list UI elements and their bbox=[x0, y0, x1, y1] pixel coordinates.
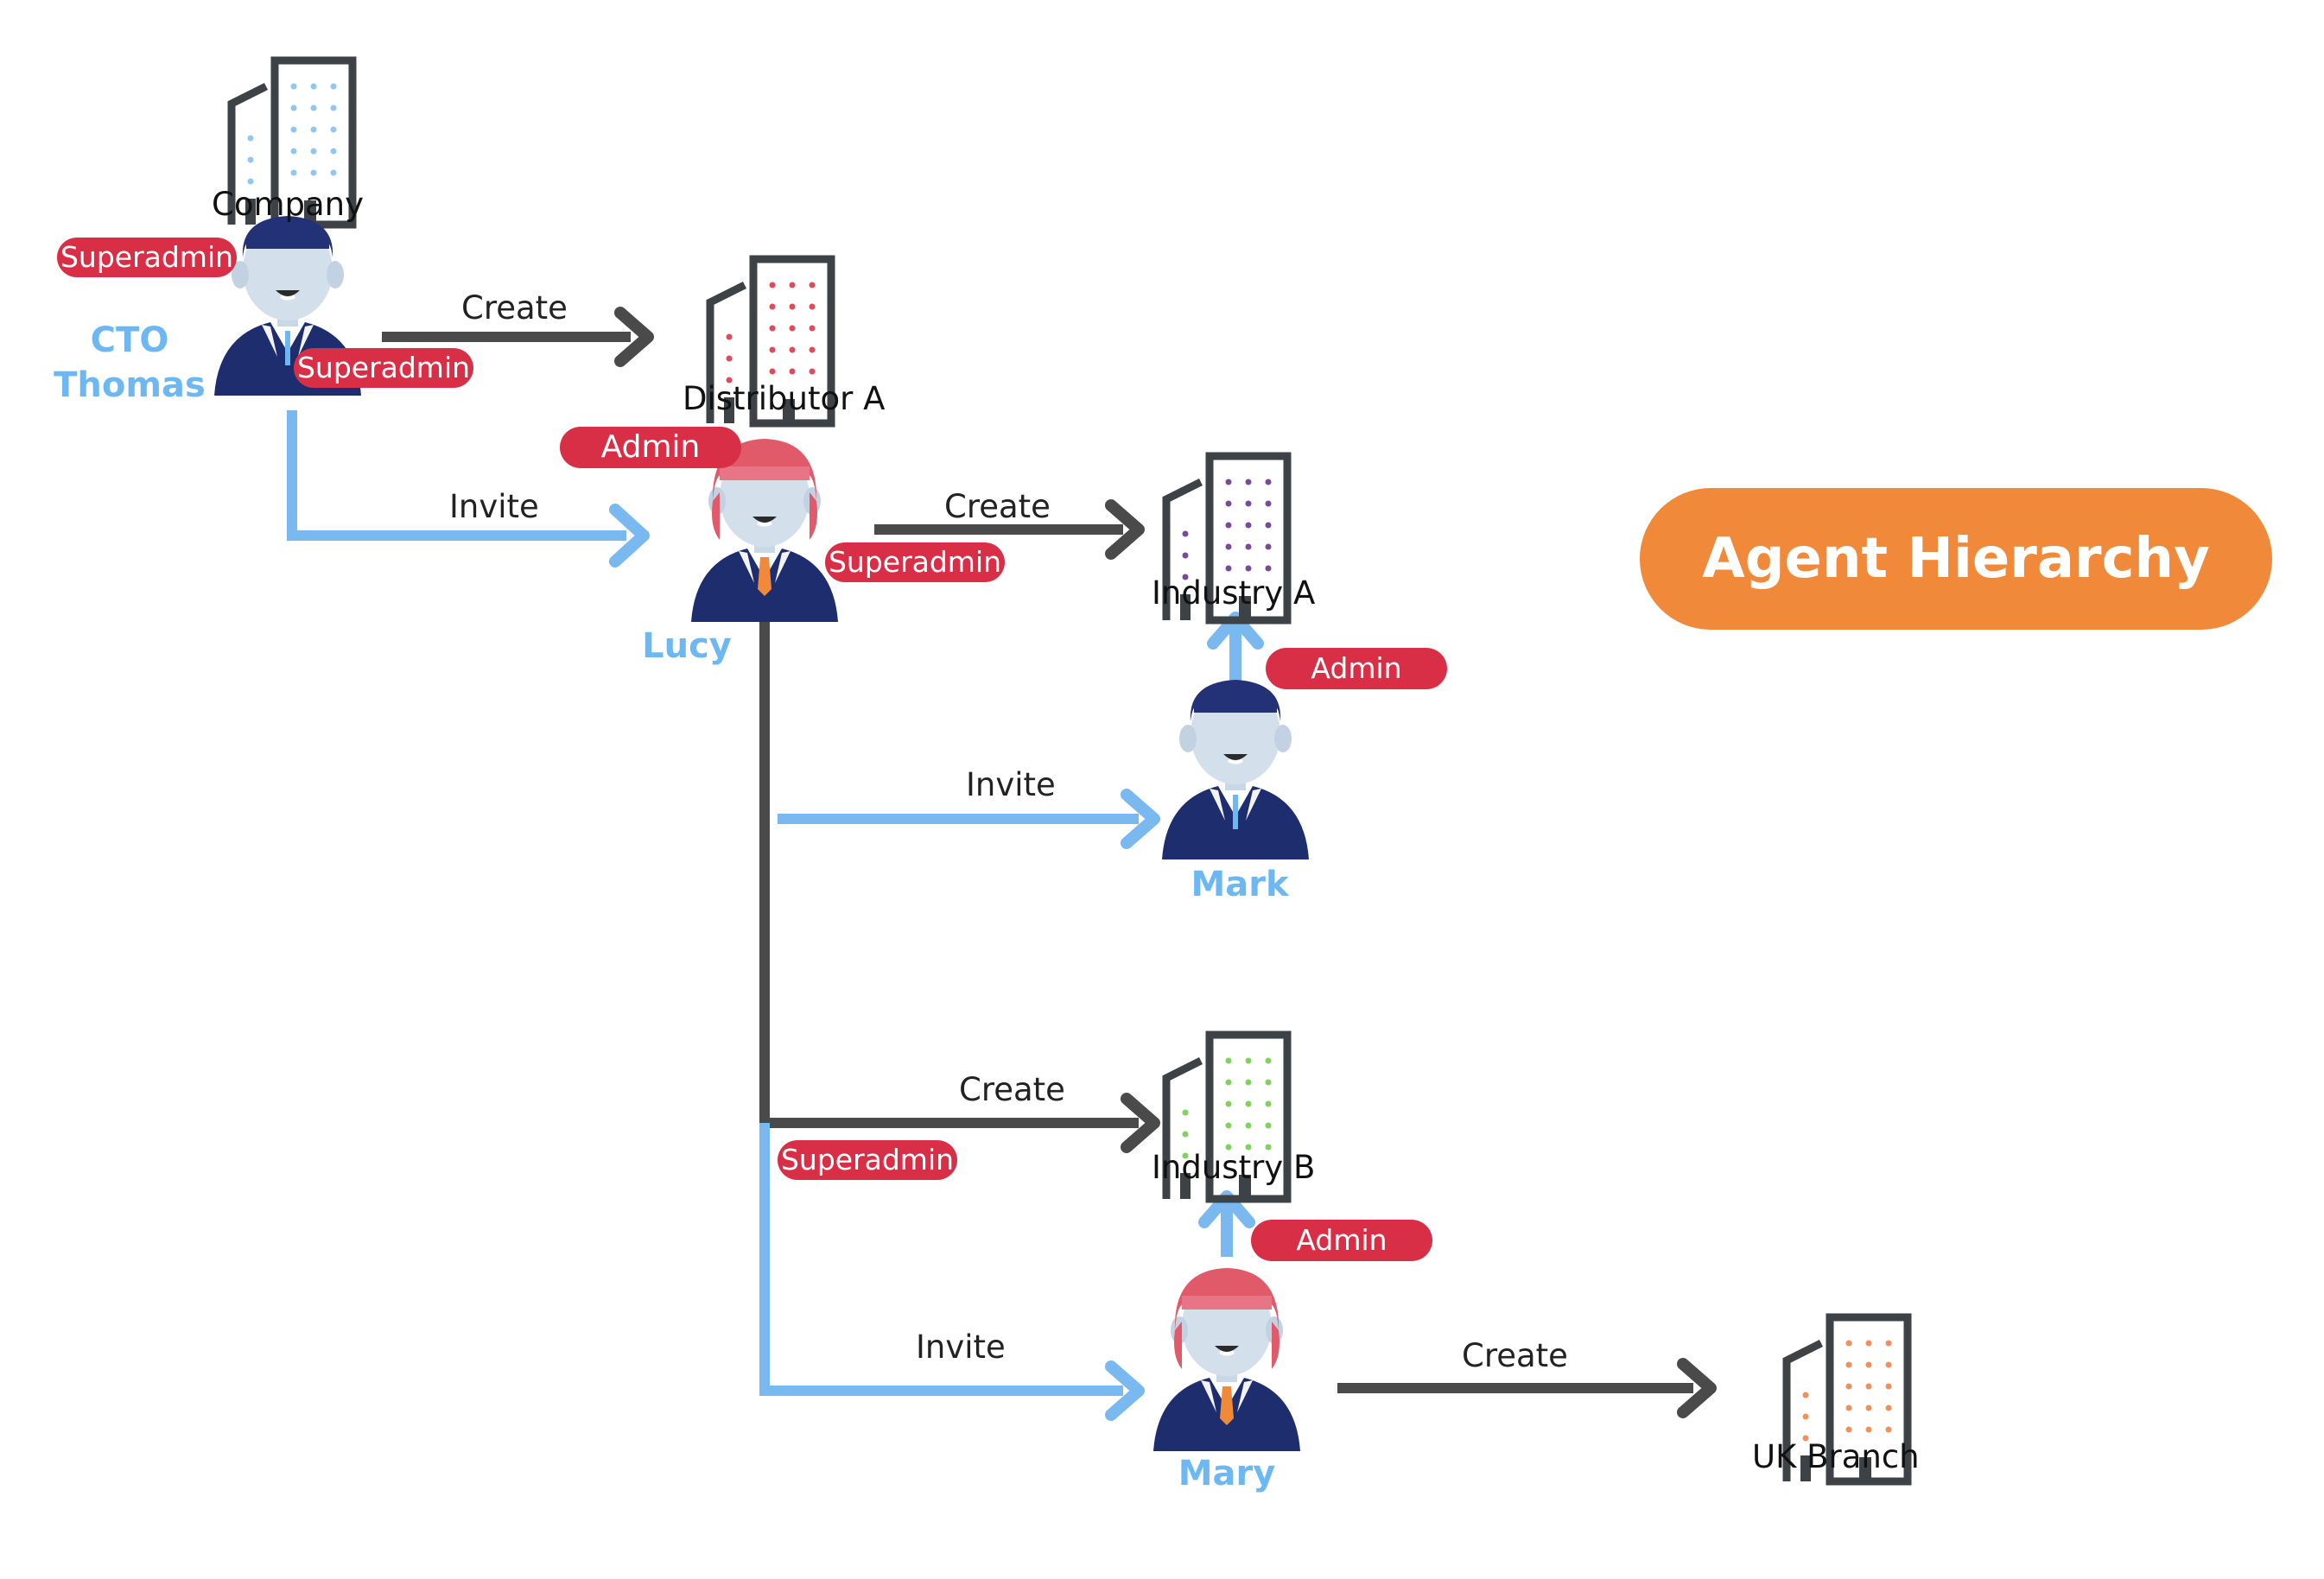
page-title: Agent Hierarchy bbox=[1640, 488, 2272, 630]
edge-label-create: Create bbox=[1462, 1337, 1568, 1374]
distributor-a-building-icon bbox=[710, 259, 831, 423]
edge-label-invite: Invite bbox=[449, 488, 539, 525]
status-badge-admin: Admin bbox=[1251, 1220, 1432, 1261]
status-badge-superadmin: Superadmin bbox=[294, 348, 473, 388]
company-building-icon bbox=[232, 60, 352, 225]
edge-label-create: Create bbox=[959, 1071, 1065, 1108]
edge-label-create: Create bbox=[944, 488, 1051, 525]
distributor-a-label: Distributor A bbox=[683, 380, 886, 417]
industry-a-building-icon bbox=[1166, 456, 1287, 620]
mark-name: Mark bbox=[1191, 865, 1289, 904]
industry-b-label: Industry B bbox=[1152, 1149, 1316, 1186]
edge-label-invite: Invite bbox=[916, 1329, 1006, 1366]
mary-avatar-icon bbox=[1152, 1268, 1302, 1453]
lucy-name: Lucy bbox=[642, 626, 732, 666]
mark-avatar-icon bbox=[1160, 680, 1311, 861]
thomas-name: CTO Thomas bbox=[54, 320, 206, 405]
edge-label-create: Create bbox=[461, 289, 568, 327]
uk-branch-label: UK Branch bbox=[1752, 1438, 1920, 1475]
mary-name: Mary bbox=[1178, 1454, 1276, 1493]
status-badge-admin: Admin bbox=[560, 427, 741, 468]
status-badge-admin: Admin bbox=[1266, 648, 1447, 689]
industry-a-label: Industry A bbox=[1152, 574, 1316, 612]
status-badge-superadmin: Superadmin bbox=[825, 542, 1005, 582]
edge-lucy-invite-mary bbox=[759, 1123, 1123, 1396]
edge-label-invite: Invite bbox=[966, 766, 1056, 803]
industry-b-building-icon bbox=[1166, 1035, 1287, 1199]
status-badge-superadmin: Superadmin bbox=[778, 1140, 957, 1180]
edge-thomas-invite-lucy bbox=[287, 410, 626, 541]
uk-branch-building-icon bbox=[1787, 1317, 1908, 1481]
status-badge-superadmin: Superadmin bbox=[57, 238, 237, 277]
company-label: Company bbox=[212, 186, 365, 223]
thomas-avatar-icon bbox=[213, 216, 363, 397]
